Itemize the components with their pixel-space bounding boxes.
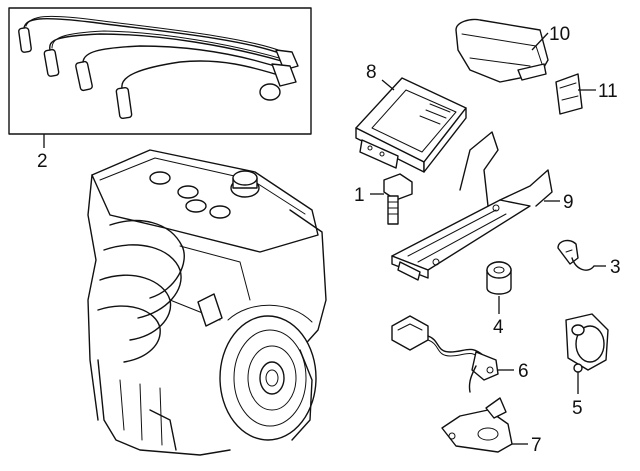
callout-9: 9: [563, 192, 574, 213]
callout-2: 2: [37, 151, 48, 172]
part-3-clip: 3: [557, 239, 621, 278]
callout-4: 4: [493, 317, 504, 338]
part-9-mounting-bracket: 9: [391, 131, 574, 281]
part-2-ignition-wire-set: 2: [8, 7, 312, 172]
part-2-inset-box: [8, 7, 312, 135]
crank-pulley: [219, 315, 317, 441]
part-10-module-cover: 10: [455, 18, 570, 83]
part-11-bracket: 11: [555, 73, 618, 115]
part-6-sensor-harness: 6: [391, 315, 529, 393]
callout-11: 11: [598, 81, 618, 102]
part-7-sensor-bracket: 7: [441, 397, 542, 456]
engine-assembly: [87, 149, 327, 456]
callout-3: 3: [610, 257, 621, 278]
callout-10: 10: [549, 24, 570, 45]
callout-8: 8: [366, 62, 377, 83]
part-5-knock-sensor: 5: [565, 313, 609, 419]
callout-1: 1: [354, 185, 365, 206]
part-4-bushing: 4: [486, 261, 512, 338]
callout-5: 5: [572, 398, 583, 419]
part-1-sensor: 1: [354, 173, 413, 225]
callout-6: 6: [518, 361, 529, 382]
callout-7: 7: [531, 435, 542, 456]
part-8-engine-control-module: 8: [355, 62, 467, 173]
